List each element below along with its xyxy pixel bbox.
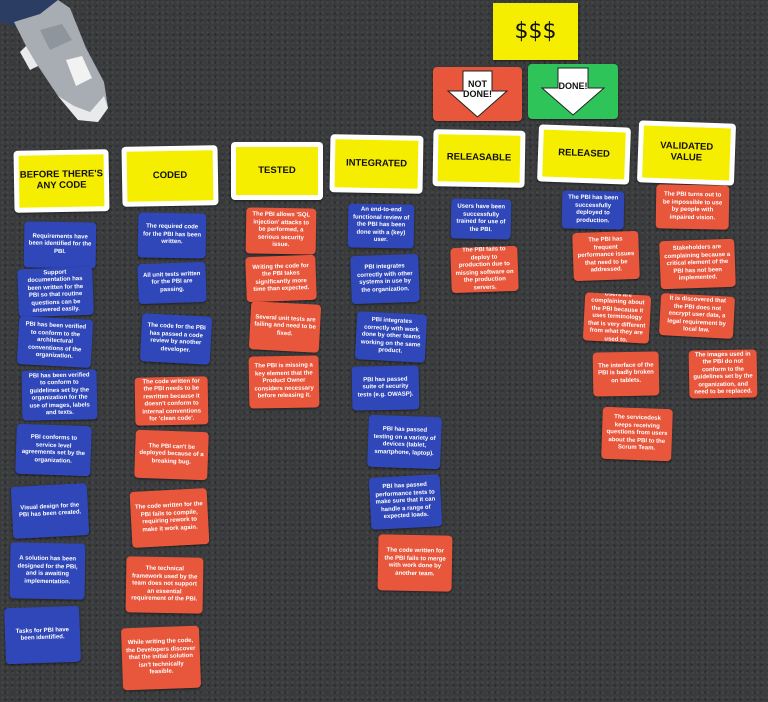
column-header-4: INTEGRATED [329,134,424,194]
red-card: The technical framework used by the team… [125,556,204,614]
column-header-7: VALIDATED VALUE [636,120,737,186]
red-card: The PBI can't be deployed because of a b… [134,429,209,481]
column-header-1: BEFORE THERE'S ANY CODE [13,149,110,213]
blue-card: PBI has been verified to conform to the … [16,316,94,368]
blue-card: PBI has been verified to conform to guid… [21,369,98,421]
red-card: The code written for the PBI fails to co… [129,488,210,548]
red-card: The code written for the PBI needs to be… [134,376,209,426]
column-header-label: BEFORE THERE'S ANY CODE [18,154,105,208]
red-card: Writing the code for the PBI takes signi… [245,254,317,303]
blue-card: Users have been successfully trained for… [450,198,512,240]
column-header-3: TESTED [231,142,323,200]
done-label: DONE! [558,81,588,91]
blue-card: Tasks for PBI have been identified. [4,605,81,665]
red-card: The interface of the PBI is badly broken… [592,351,660,397]
blue-card: Visual design for the PBI has been creat… [10,483,90,539]
red-card: While writing the code, the Developers d… [120,625,202,691]
column-header-label: CODED [126,150,214,202]
blue-card: Requirements have been identified for th… [23,221,97,269]
blue-card: PBI conforms to service level agreements… [15,423,92,477]
blue-card: PBI has passed performance tests to make… [368,474,443,530]
not-done-label-line: NOT [468,79,487,89]
not-done-label-line: DONE! [463,88,492,99]
down-arrow-icon [446,70,509,118]
column-header-label: TESTED [236,147,318,195]
blue-card: The code for the PBI has passed a code r… [139,313,213,365]
blue-card: PBI has passed testing on a variety of d… [367,414,442,470]
red-card: Several unit tests are failing and need … [248,301,322,353]
red-card: The servicedesk keeps receiving question… [601,406,673,462]
red-card: The PBI has frequent performance issues … [572,230,640,282]
blue-card: The PBI has been successfully deployed t… [561,190,625,230]
red-card: Stakeholders are complaining because a c… [659,238,736,290]
red-card: The code written for the PBI fails to me… [377,534,453,592]
blue-card: A solution has been designed for the PBI… [9,542,86,600]
blue-card: The required code for the PBI has been w… [137,212,207,259]
column-header-label: RELEASABLE [437,134,521,183]
done-card: DONE! [528,64,618,119]
blue-card: An end-to-end functional review of the P… [347,203,415,249]
blue-card: PBI integrates correctly with other syst… [350,253,420,305]
column-header-5: RELEASABLE [432,129,526,188]
red-card: Users are complaining about the PBI beca… [582,292,652,344]
down-arrow-icon [540,67,606,116]
column-header-label: VALIDATED VALUE [642,125,731,181]
red-card: The PBI allows 'SQL injection' attacks t… [245,207,317,255]
column-header-6: RELEASED [537,124,631,185]
red-card: The images used in the PBI do not confor… [688,349,758,399]
red-card: It is discovered that the PBI does not e… [658,293,736,339]
red-card: The PBI turns out to be impossible to us… [655,184,730,230]
blue-card: PBI integrates correctly with work done … [354,311,428,363]
blue-card: PBI has passed suite of security tests (… [351,365,420,411]
money-banner: $$$ [493,3,578,60]
banner-text: $$$ [514,19,557,44]
red-card: The PBI is missing a key element that th… [248,355,320,409]
blue-card: Support documentation has been written f… [17,266,94,318]
blue-card: All unit tests written for the PBI are p… [137,261,207,305]
red-card: The PBI fails to deploy to production du… [450,245,519,294]
column-header-label: INTEGRATED [334,139,419,189]
column-header-label: RELEASED [542,129,626,180]
column-header-2: CODED [121,145,219,207]
sneaker-photo [0,0,108,122]
